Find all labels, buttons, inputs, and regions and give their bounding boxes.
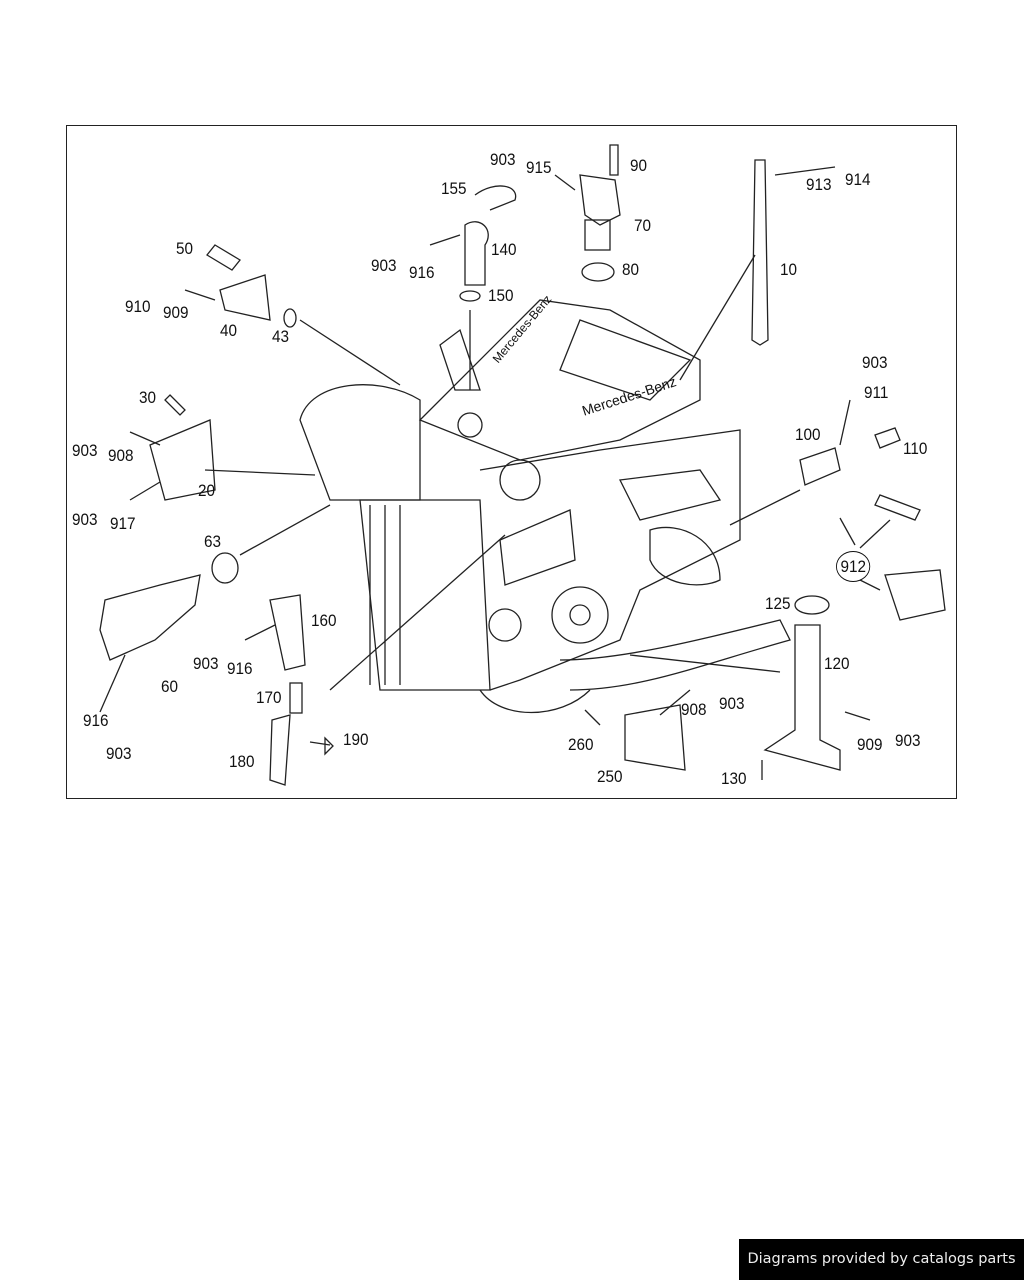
part-label[interactable]: 10 — [780, 260, 798, 279]
part-label[interactable]: 60 — [161, 677, 179, 696]
part-label[interactable]: 909 — [857, 735, 883, 754]
part-label[interactable]: 913 — [806, 175, 832, 194]
part-label[interactable]: 903 — [719, 694, 745, 713]
part-label[interactable]: 903 — [193, 654, 219, 673]
part-label[interactable]: 160 — [311, 611, 337, 630]
part-label[interactable]: 30 — [139, 388, 157, 407]
part-label[interactable]: 915 — [526, 158, 552, 177]
part-label[interactable]: 903 — [490, 150, 516, 169]
part-label[interactable]: 43 — [272, 327, 290, 346]
part-label[interactable]: 910 — [125, 297, 151, 316]
part-label[interactable]: 916 — [409, 263, 435, 282]
part-label[interactable]: 912 — [836, 551, 871, 582]
part-label[interactable]: 903 — [106, 744, 132, 763]
parts — [99, 144, 946, 786]
part-label[interactable]: 120 — [824, 654, 850, 673]
part-label[interactable]: 70 — [634, 216, 652, 235]
part-label[interactable]: 190 — [343, 730, 369, 749]
diagram-frame — [66, 125, 957, 799]
part-label[interactable]: 170 — [256, 688, 282, 707]
part-label[interactable]: 180 — [229, 752, 255, 771]
leader-lines — [99, 166, 891, 721]
part-label[interactable]: 125 — [765, 594, 791, 613]
part-label[interactable]: 903 — [72, 441, 98, 460]
part-label[interactable]: 130 — [721, 769, 747, 788]
part-label[interactable]: 150 — [488, 286, 514, 305]
part-label[interactable]: 909 — [163, 303, 189, 322]
part-label[interactable]: 140 — [491, 240, 517, 259]
part-label[interactable]: 155 — [441, 179, 467, 198]
part-label[interactable]: 80 — [622, 260, 640, 279]
part-label[interactable]: 903 — [72, 510, 98, 529]
part-label[interactable]: 20 — [198, 481, 216, 500]
part-label[interactable]: 903 — [895, 731, 921, 750]
part-label[interactable]: 911 — [864, 383, 889, 402]
part-label[interactable]: 903 — [862, 353, 888, 372]
part-label[interactable]: 250 — [597, 767, 623, 786]
part-label[interactable]: 110 — [903, 439, 928, 458]
engine-block — [299, 299, 791, 714]
part-label[interactable]: 908 — [681, 700, 707, 719]
part-label[interactable]: 50 — [176, 239, 194, 258]
part-label[interactable]: 903 — [371, 256, 397, 275]
part-label[interactable]: 914 — [845, 170, 871, 189]
part-label[interactable]: 916 — [83, 711, 109, 730]
part-label[interactable]: 916 — [227, 659, 253, 678]
footer-credit: Diagrams provided by catalogs parts — [739, 1239, 1024, 1280]
part-label[interactable]: 40 — [220, 321, 238, 340]
part-label[interactable]: 260 — [568, 735, 594, 754]
part-label[interactable]: 908 — [108, 446, 134, 465]
part-label[interactable]: 917 — [110, 514, 136, 533]
part-label[interactable]: 63 — [204, 532, 222, 551]
part-label[interactable]: 100 — [795, 425, 821, 444]
part-label[interactable]: 90 — [630, 156, 648, 175]
